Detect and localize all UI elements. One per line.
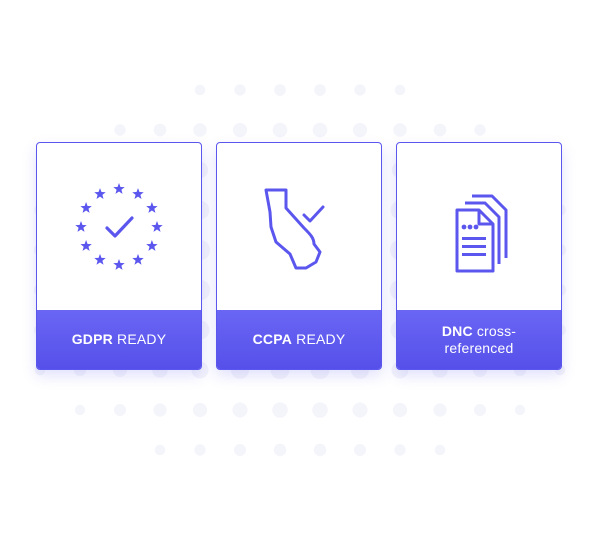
ccpa-label-strong: CCPA — [252, 331, 293, 347]
background-dot — [153, 403, 167, 417]
eu-stars-check-icon — [75, 182, 163, 270]
dnc-label-strong: DNC — [441, 322, 473, 339]
background-dot — [234, 84, 246, 96]
gdpr-card: GDPR READY — [36, 142, 202, 370]
background-dot — [194, 84, 206, 96]
documents-icon — [455, 194, 508, 272]
background-dot — [273, 443, 287, 457]
ccpa-label-rest: READY — [292, 331, 346, 347]
dnc-label: DNC cross-referenced — [397, 310, 561, 369]
background-dot — [392, 402, 408, 418]
star-icon — [151, 220, 163, 232]
background-dot — [192, 402, 208, 418]
gdpr-label: GDPR READY — [37, 310, 201, 369]
star-icon — [132, 187, 144, 199]
star-icon — [113, 258, 125, 270]
background-dot — [154, 444, 166, 456]
gdpr-label-rest: READY — [112, 331, 167, 347]
background-dot — [312, 122, 328, 138]
background-dot — [313, 443, 327, 457]
star-icon — [94, 187, 106, 199]
card-icon-area — [217, 143, 381, 310]
gdpr-label-strong: GDPR — [71, 331, 113, 347]
background-dot — [393, 123, 407, 137]
background-dot — [234, 444, 246, 456]
star-icon — [146, 201, 158, 213]
ccpa-card: CCPA READY — [216, 142, 382, 370]
background-dot — [74, 404, 86, 416]
background-dot — [514, 404, 526, 416]
background-dot — [272, 402, 288, 418]
background-dot — [433, 403, 447, 417]
ccpa-label: CCPA READY — [217, 310, 381, 369]
star-icon — [75, 220, 87, 232]
card-icon-area — [397, 143, 561, 310]
background-dot — [114, 404, 126, 416]
background-dot — [354, 444, 366, 456]
star-icon — [80, 239, 92, 251]
background-dot — [394, 444, 406, 456]
dnc-label-rest: cross-referenced — [444, 322, 517, 356]
background-dot — [474, 124, 486, 136]
star-icon — [132, 253, 144, 265]
background-dot — [272, 122, 288, 138]
star-icon — [146, 239, 158, 251]
background-dot — [352, 402, 368, 418]
background-dot — [352, 122, 368, 138]
star-icon — [94, 253, 106, 265]
card-icon-area — [37, 143, 201, 310]
background-dot — [153, 123, 167, 137]
star-icon — [80, 201, 92, 213]
background-dot — [193, 123, 207, 137]
background-dot — [232, 402, 248, 418]
background-dot — [433, 123, 447, 137]
background-dot — [114, 124, 126, 136]
background-dot — [232, 122, 248, 138]
background-dot — [274, 84, 286, 96]
background-dot — [312, 402, 328, 418]
compliance-badges: GDPR READY CCPA READY — [36, 142, 562, 370]
star-icon — [113, 182, 125, 194]
background-dot — [314, 84, 326, 96]
background-dot — [354, 84, 366, 96]
background-dot — [194, 444, 206, 456]
background-dot — [434, 444, 446, 456]
background-dot — [394, 84, 406, 96]
dnc-card: DNC cross-referenced — [396, 142, 562, 370]
background-dot — [474, 404, 486, 416]
california-map-check-icon — [264, 188, 325, 269]
